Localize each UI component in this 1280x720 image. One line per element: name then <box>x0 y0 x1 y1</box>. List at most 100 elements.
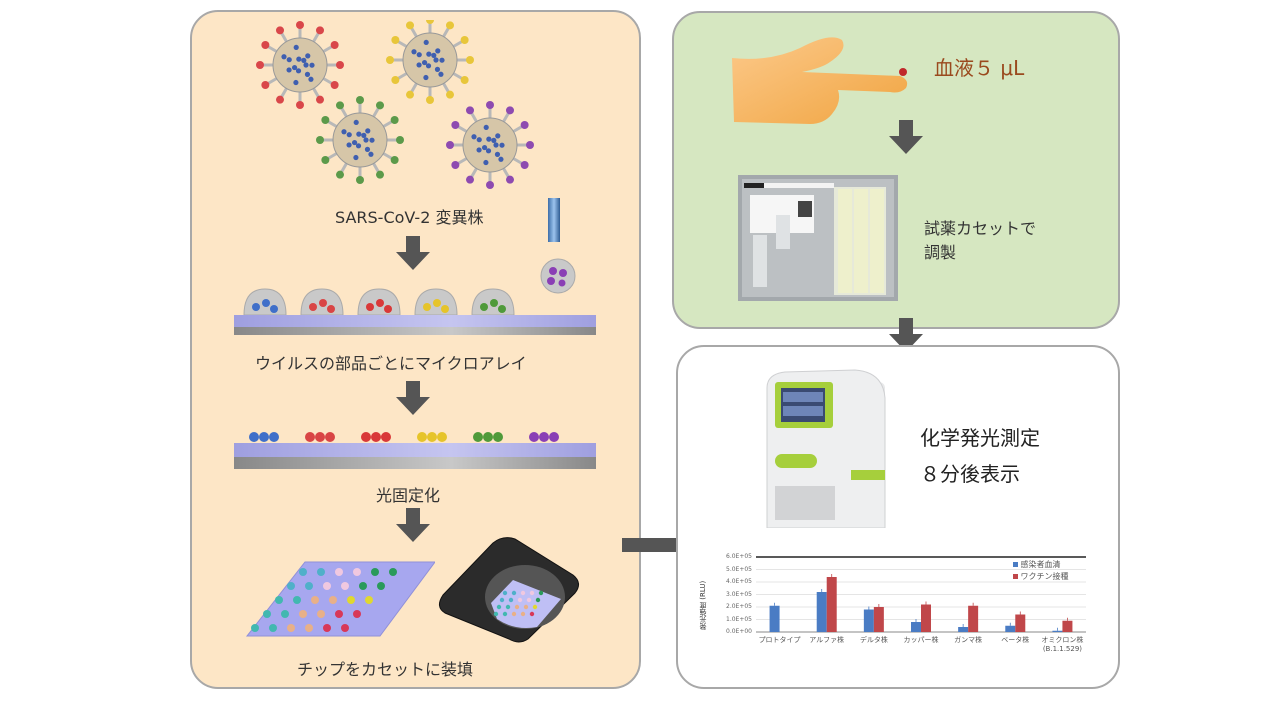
chip-spot <box>311 596 319 604</box>
chemiluminescence-label: 化学発光測定 <box>920 426 1040 450</box>
chip-spot <box>251 624 259 632</box>
immobilized-antigen <box>473 432 503 442</box>
microarray-chip-illustration <box>245 561 435 637</box>
chip-spot <box>347 596 355 604</box>
virus-particle <box>256 21 344 109</box>
chart-y-tick: 0.0E+00 <box>726 628 752 635</box>
chip-spot <box>299 568 307 576</box>
microarray-slide-illustration <box>234 288 596 335</box>
chart-bar <box>958 627 969 632</box>
chart-bar <box>769 605 780 632</box>
result-time-label: ８分後表示 <box>920 462 1020 486</box>
chart-y-tick: 4.0E+05 <box>726 578 752 585</box>
chip-spot <box>287 624 295 632</box>
chip-spot <box>493 611 499 617</box>
chip-spot <box>353 610 361 618</box>
virus-variants-label: SARS-CoV-2 変異株 <box>335 208 484 227</box>
chip-spot <box>305 624 313 632</box>
legend-label-vaccinated: ワクチン接種 <box>1020 572 1069 581</box>
arrow-down-icon <box>889 318 923 352</box>
reagent-cassette-photo <box>738 175 898 301</box>
chip-spot <box>317 610 325 618</box>
chip-spot <box>353 568 361 576</box>
chart-y-tick: 2.0E+05 <box>726 603 752 610</box>
chip-spot <box>341 624 349 632</box>
chip-spot <box>502 611 508 617</box>
chip-spot <box>359 582 367 590</box>
blood-drop-icon <box>899 68 907 76</box>
chart-x-tick: ベータ株 <box>1001 636 1030 644</box>
microarray-label: ウイルスの部品ごとにマイクロアレイ <box>255 354 527 373</box>
chart-bar <box>1005 625 1016 632</box>
immobilized-antigen <box>417 432 447 442</box>
chip-spot <box>520 590 526 596</box>
chart-x-tick: アルファ株 <box>809 636 845 644</box>
chip-spot <box>520 611 526 617</box>
chart-bar <box>1062 620 1073 632</box>
legend-swatch-vaccinated <box>1013 574 1018 579</box>
microarray-well <box>243 288 287 316</box>
immobilized-antigen <box>529 432 559 442</box>
chip-spot <box>269 624 277 632</box>
chip-spot <box>323 624 331 632</box>
chart-x-tick: ガンマ株 <box>954 636 983 644</box>
chip-spot <box>523 604 529 610</box>
chip-spot <box>517 597 523 603</box>
chip-spot <box>511 590 517 596</box>
chart-bar <box>873 607 884 632</box>
chip-spot <box>499 597 505 603</box>
reagent-cassette-label-line2: 調製 <box>924 243 957 262</box>
chart-y-tick: 5.0E+05 <box>726 565 752 573</box>
arrow-down-icon <box>396 236 430 270</box>
blood-volume-label: 血液５ μL <box>934 56 1025 80</box>
chart-y-tick: 1.0E+05 <box>726 615 752 623</box>
chip-spot <box>299 610 307 618</box>
chart-x-tick: プロトタイプ <box>758 636 801 644</box>
finger-blood-illustration <box>732 37 908 125</box>
sample-droplet-icon <box>540 258 576 294</box>
chip-spot <box>275 596 283 604</box>
chip-spot <box>371 568 379 576</box>
microarray-well <box>300 288 344 316</box>
chip-spot <box>305 582 313 590</box>
chip-spot <box>323 582 331 590</box>
chemiluminescence-analyzer-illustration <box>766 369 886 528</box>
chip-spot <box>335 610 343 618</box>
legend-item-infected: 感染者血清 <box>1013 559 1061 570</box>
virus-variants-illustration <box>256 20 534 189</box>
virus-particle <box>316 96 404 184</box>
chart-plot-area <box>756 556 1086 633</box>
chip-spot <box>526 597 532 603</box>
chip-spot <box>505 604 511 610</box>
immobilized-antigen <box>361 432 391 442</box>
legend-swatch-infected <box>1013 562 1018 567</box>
chip-spot <box>263 610 271 618</box>
chart-y-tick: 6.0E+05 <box>726 553 752 560</box>
microarray-well <box>471 288 515 316</box>
chart-y-tick: 3.0E+05 <box>726 590 752 598</box>
chip-spot <box>496 604 502 610</box>
chart-x-tick: カッパー株 <box>903 636 939 644</box>
chip-spot <box>538 590 544 596</box>
chart-bar <box>921 604 931 632</box>
photo-immobilized-slide-illustration <box>234 432 596 469</box>
chip-spot <box>389 568 397 576</box>
photo-immobilization-label: 光固定化 <box>376 486 441 505</box>
chip-spot <box>377 582 385 590</box>
chip-spot <box>287 582 295 590</box>
immobilized-antigen <box>305 432 335 442</box>
chart-bar <box>826 577 837 632</box>
legend-label-infected: 感染者血清 <box>1020 560 1061 569</box>
pipette-icon <box>548 198 560 242</box>
chip-spot <box>329 596 337 604</box>
arrow-down-icon <box>396 381 430 415</box>
reagent-cassette-label-line1: 試薬カセットで <box>924 219 1037 238</box>
chip-spot <box>511 611 517 617</box>
chart-x-tick: オミクロン株 (B.1.1.529) <box>1041 636 1084 653</box>
chart-bar <box>816 592 827 632</box>
chip-spot <box>502 590 508 596</box>
arrow-down-icon <box>396 508 430 542</box>
microarray-well <box>357 288 401 316</box>
chip-spot <box>335 568 343 576</box>
